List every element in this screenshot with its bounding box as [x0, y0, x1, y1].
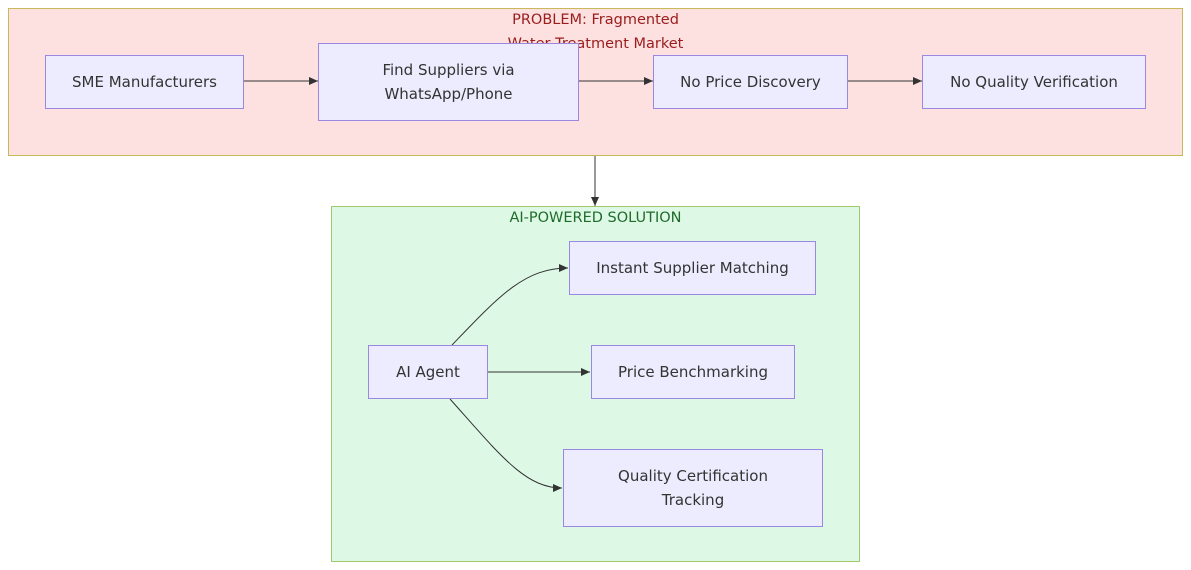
node-find-suppliers-line2: WhatsApp/Phone	[384, 85, 513, 103]
node-quality-certification-line2: Tracking	[661, 491, 725, 509]
problem-title-line1: PROBLEM: Fragmented	[512, 12, 679, 28]
node-no-quality-verification[interactable]: No Quality Verification	[922, 55, 1146, 109]
node-instant-supplier-matching-label: Instant Supplier Matching	[596, 259, 789, 277]
node-sme-manufacturers-label: SME Manufacturers	[71, 73, 217, 91]
solution-cluster-title: AI-POWERED SOLUTION	[509, 210, 682, 226]
node-price-benchmarking[interactable]: Price Benchmarking	[591, 345, 795, 399]
problem-cluster-title: PROBLEM: Fragmented Water Treatment Mark…	[0, 8, 1191, 56]
node-quality-certification-line1: Quality Certification	[618, 467, 768, 485]
node-ai-agent-label: AI Agent	[396, 363, 460, 381]
problem-title-line2: Water Treatment Market	[507, 36, 684, 52]
node-sme-manufacturers[interactable]: SME Manufacturers	[45, 55, 244, 109]
node-no-price-discovery[interactable]: No Price Discovery	[653, 55, 848, 109]
node-instant-supplier-matching[interactable]: Instant Supplier Matching	[569, 241, 816, 295]
node-ai-agent[interactable]: AI Agent	[368, 345, 488, 399]
node-price-benchmarking-label: Price Benchmarking	[618, 363, 768, 381]
edge-agent-to-quality	[449, 398, 563, 492]
node-no-quality-verification-label: No Quality Verification	[950, 73, 1118, 91]
node-quality-certification-tracking[interactable]: Quality Certification Tracking	[563, 449, 823, 527]
edge-agent-to-instant	[451, 264, 569, 346]
node-no-price-discovery-label: No Price Discovery	[680, 73, 821, 91]
node-find-suppliers[interactable]: Find Suppliers via WhatsApp/Phone	[318, 43, 579, 121]
node-find-suppliers-line1: Find Suppliers via	[382, 61, 515, 79]
